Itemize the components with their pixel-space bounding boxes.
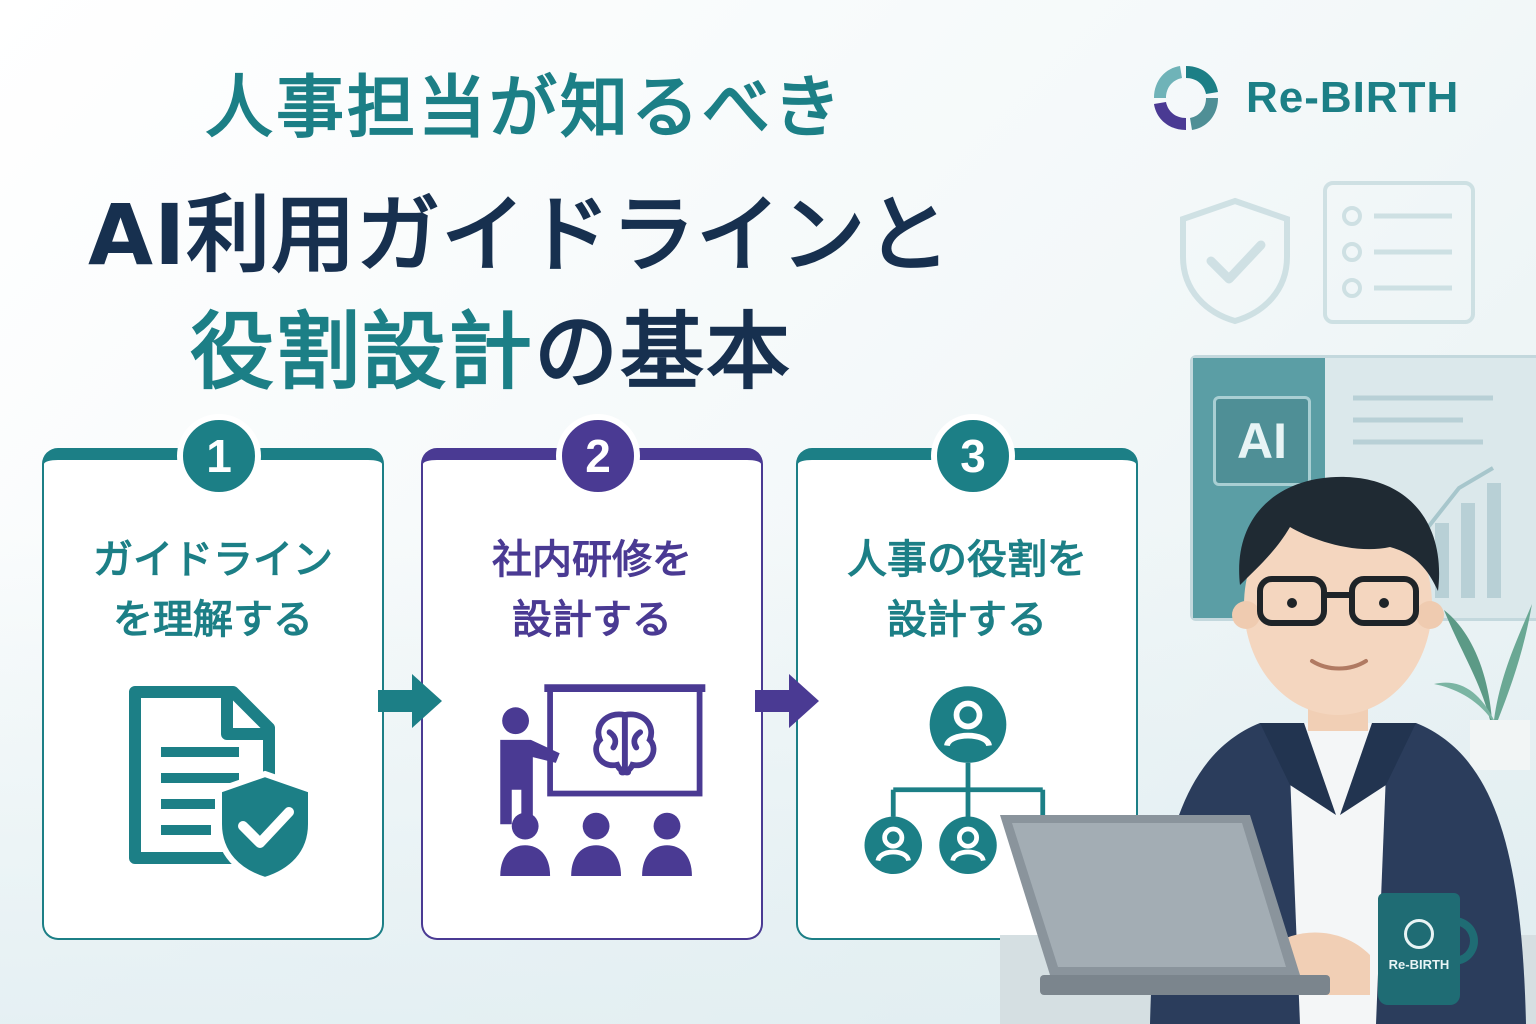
training-presentation-icon bbox=[500, 684, 706, 876]
document-shield-icon bbox=[129, 686, 314, 884]
laptop-icon bbox=[1000, 815, 1330, 995]
mug: Re-BIRTH bbox=[1378, 893, 1482, 1005]
step-label-line-2: 設計する bbox=[512, 597, 672, 643]
step-label-line-2: を理解する bbox=[113, 597, 313, 643]
step-number-badge: 3 bbox=[931, 414, 1015, 498]
mug-label: Re-BIRTH bbox=[1388, 957, 1450, 972]
mug-body: Re-BIRTH bbox=[1378, 893, 1460, 1005]
headline-line-3: 役割設計の基本 bbox=[190, 285, 792, 406]
background-shield-icon bbox=[1180, 197, 1290, 325]
step-label-line-1: 社内研修を bbox=[492, 537, 692, 583]
step-number-badge: 2 bbox=[556, 414, 640, 498]
brand-name: Re-BIRTH bbox=[1246, 73, 1460, 122]
arrow-right-icon bbox=[755, 674, 819, 728]
step-label: 人事の役割を 設計する bbox=[798, 530, 1136, 650]
step-label: 社内研修を 設計する bbox=[423, 530, 761, 650]
step-label-line-1: 人事の役割を bbox=[847, 537, 1087, 583]
step-label: ガイドライン を理解する bbox=[44, 530, 382, 650]
step-label-line-1: ガイドライン bbox=[93, 537, 333, 583]
step-label-line-2: 設計する bbox=[887, 597, 1047, 643]
headline-accent: 役割設計 bbox=[190, 303, 535, 401]
step-card-2: 2 社内研修を 設計する bbox=[421, 414, 763, 940]
plant-icon bbox=[1434, 604, 1532, 770]
monitor-ai-label: AI bbox=[1213, 396, 1311, 486]
headline-line-2: AI利用ガイドラインと bbox=[88, 186, 952, 284]
brand: Re-BIRTH bbox=[1150, 62, 1459, 134]
step-number-badge: 1 bbox=[177, 414, 261, 498]
background-checklist-icon bbox=[1323, 181, 1475, 324]
headline-line-1: 人事担当が知るべき bbox=[205, 69, 845, 148]
arrow-right-icon bbox=[378, 674, 442, 728]
mug-logo-icon bbox=[1404, 919, 1434, 949]
brand-logo-icon bbox=[1154, 66, 1218, 130]
headline-rest: の基本 bbox=[534, 303, 793, 401]
step-card-1: 1 ガイドライン を理解する bbox=[42, 414, 384, 940]
mug-handle bbox=[1450, 917, 1478, 965]
